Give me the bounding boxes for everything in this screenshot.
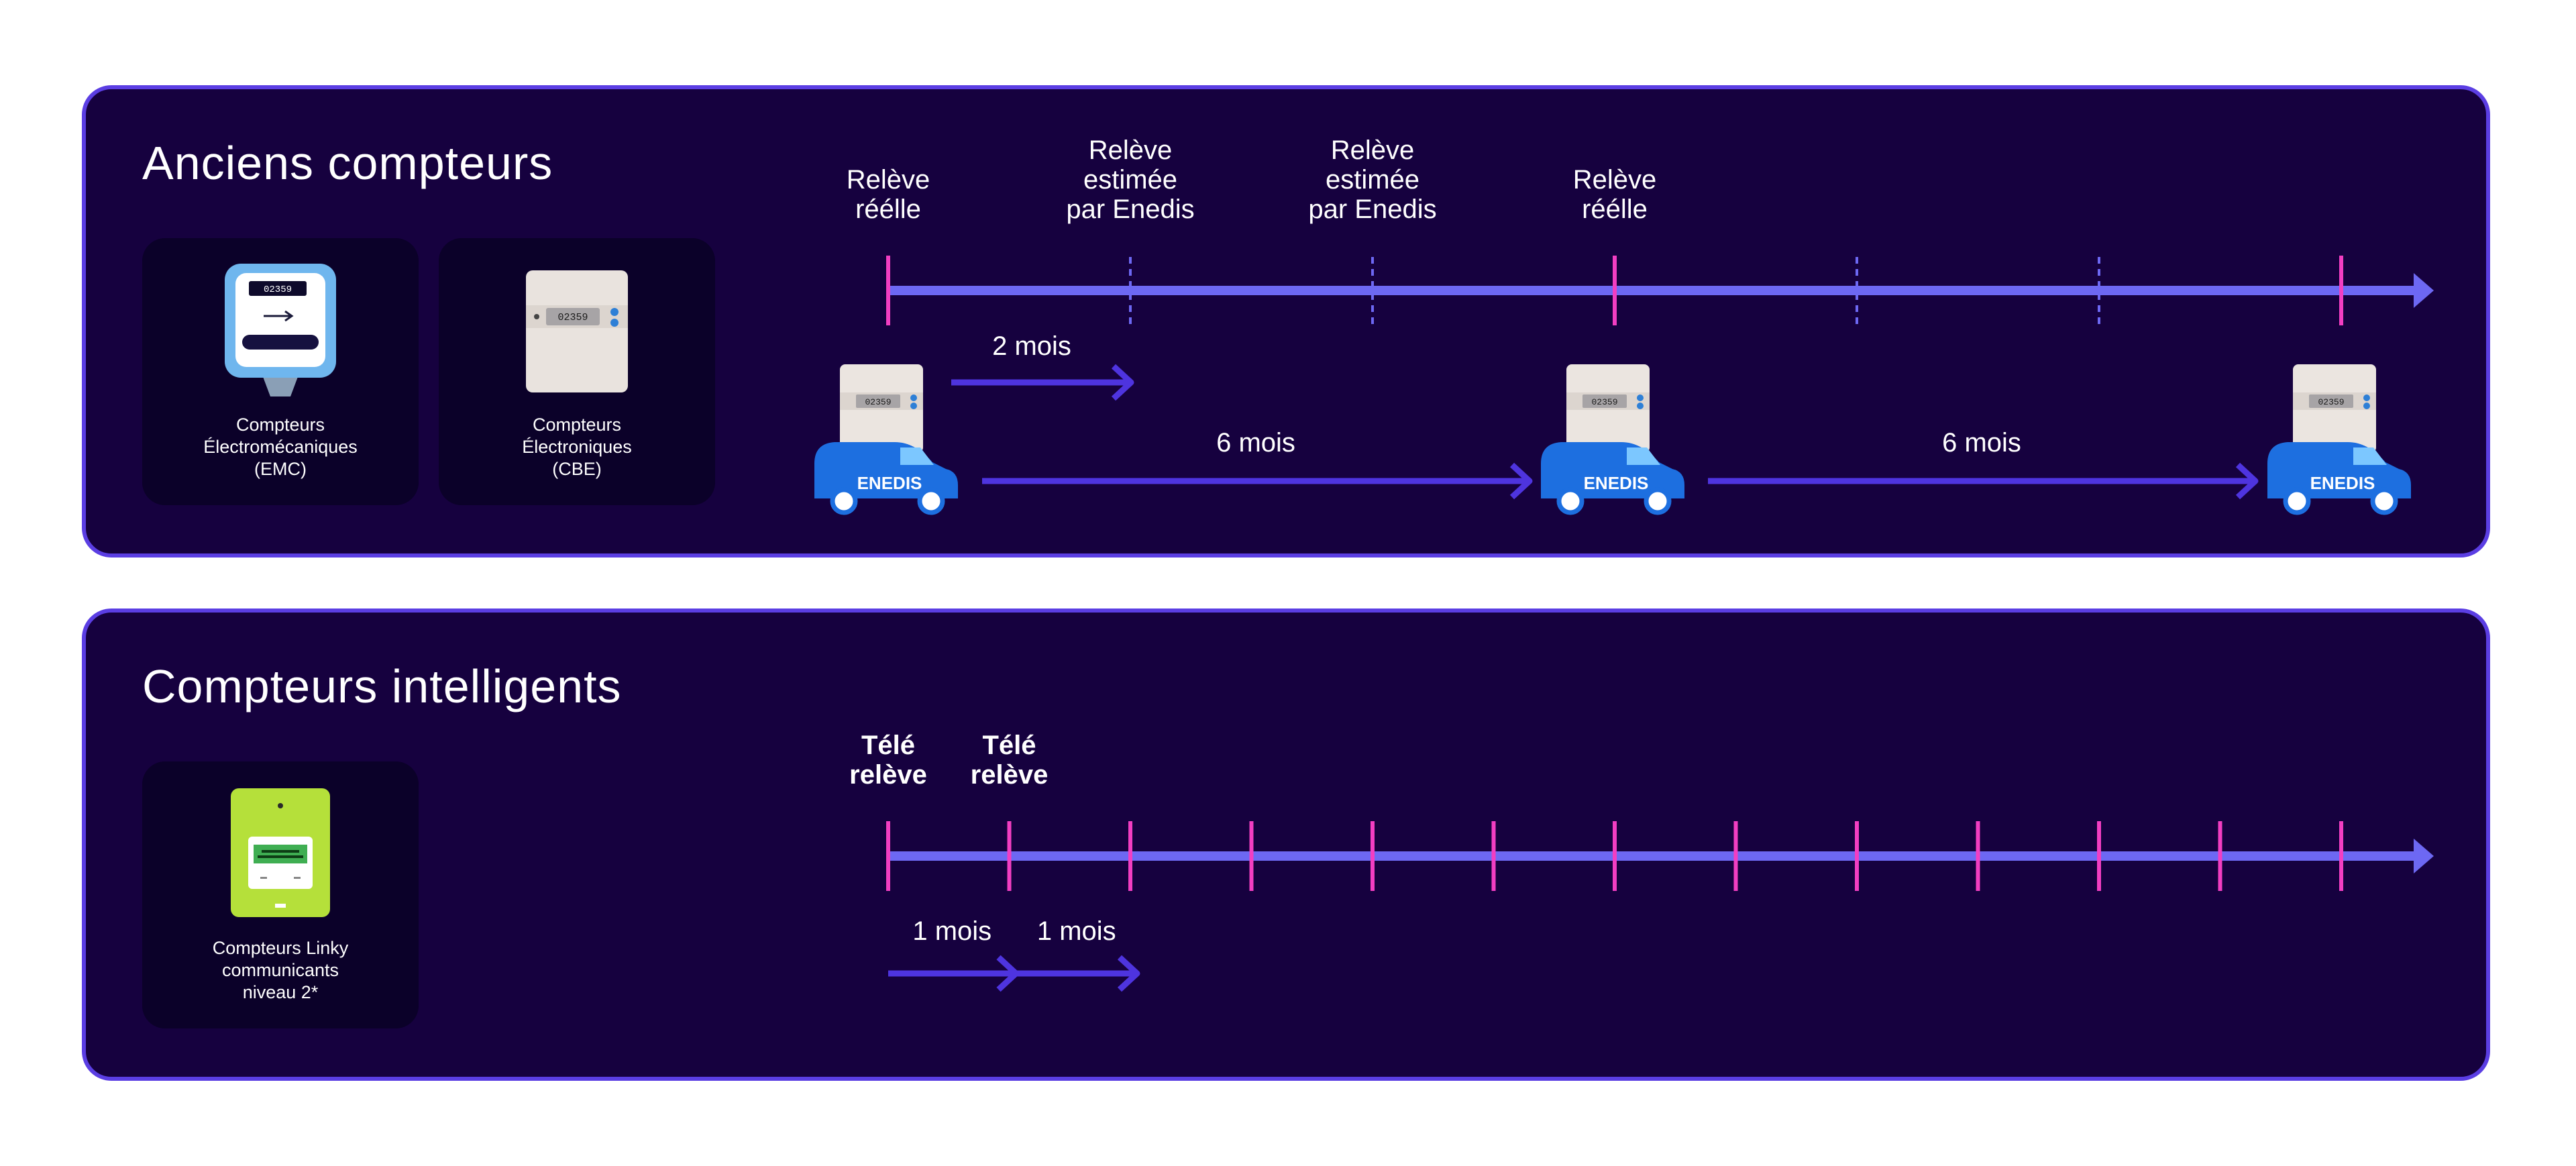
linky-meter-caption: Compteurs Linky communicants niveau 2* bbox=[212, 938, 349, 1002]
linky-meter-card: Compteurs Linky communicants niveau 2* bbox=[142, 761, 419, 1028]
electromechanical-meter-icon: 02359 bbox=[225, 264, 336, 396]
linky-meter-icon bbox=[231, 788, 330, 917]
two-month-arrow-head bbox=[1111, 364, 1134, 401]
electronic-meter-icon: 02359 bbox=[526, 270, 628, 392]
six-month-arrow-head bbox=[2235, 462, 2259, 500]
meter-led bbox=[1637, 403, 1644, 409]
van-meter-display bbox=[1582, 394, 1627, 408]
van-meter-reading: 02359 bbox=[2318, 397, 2344, 407]
van-meter-reading: 02359 bbox=[1591, 397, 1617, 407]
six-month-label: 6 mois bbox=[1216, 428, 1295, 458]
emc-meter-card: 02359 Compteurs Électromécaniques (EMC) bbox=[142, 238, 419, 505]
enedis-logo: ENEDIS bbox=[1584, 473, 1649, 493]
one-month-arrow-head bbox=[1117, 955, 1140, 992]
van-wheel bbox=[1644, 487, 1672, 515]
van-wheel bbox=[830, 487, 858, 515]
meter-led bbox=[910, 394, 917, 401]
cbe-meter-reading: 02359 bbox=[557, 312, 588, 323]
cbe-meter-caption: Compteurs Électroniques (CBE) bbox=[522, 415, 632, 479]
van-wheel bbox=[917, 487, 945, 515]
van-window bbox=[1627, 447, 1660, 465]
van-wheel bbox=[2370, 487, 2398, 515]
six-month-label: 6 mois bbox=[1942, 428, 2021, 458]
enedis-logo: ENEDIS bbox=[857, 473, 922, 493]
van-meter-display bbox=[2309, 394, 2353, 408]
enedis-logo: ENEDIS bbox=[2310, 473, 2375, 493]
emc-meter-caption: Compteurs Électromécaniques (EMC) bbox=[203, 415, 358, 479]
old-timeline-axis-arrowhead bbox=[2414, 273, 2434, 308]
van-meter-display bbox=[856, 394, 900, 408]
two-month-label: 2 mois bbox=[992, 331, 1071, 361]
meter-led bbox=[2363, 394, 2370, 401]
six-month-arrow-head bbox=[1509, 462, 1533, 500]
meter-led bbox=[1637, 394, 1644, 401]
meter-led bbox=[910, 403, 917, 409]
van-wheel bbox=[1556, 487, 1585, 515]
old-meters-title: Anciens compteurs bbox=[142, 137, 553, 189]
one-month-label: 1 mois bbox=[912, 916, 991, 946]
smart-timeline-axis-arrowhead bbox=[2414, 839, 2434, 873]
van-window bbox=[2353, 447, 2387, 465]
cbe-meter-card: 02359 Compteurs Électroniques (CBE) bbox=[439, 238, 715, 505]
emc-meter-reading: 02359 bbox=[264, 284, 292, 295]
van-window bbox=[900, 447, 934, 465]
smart-meters-panel: Compteurs intelligents Compteurs Linky c… bbox=[82, 608, 2490, 1081]
old-meters-panel: Anciens compteurs 02359 Compteurs Électr… bbox=[82, 85, 2490, 558]
smart-meters-title: Compteurs intelligents bbox=[142, 660, 622, 712]
van-wheel bbox=[2283, 487, 2311, 515]
one-month-label: 1 mois bbox=[1037, 916, 1116, 946]
van-meter-reading: 02359 bbox=[865, 397, 891, 407]
meter-led bbox=[2363, 403, 2370, 409]
